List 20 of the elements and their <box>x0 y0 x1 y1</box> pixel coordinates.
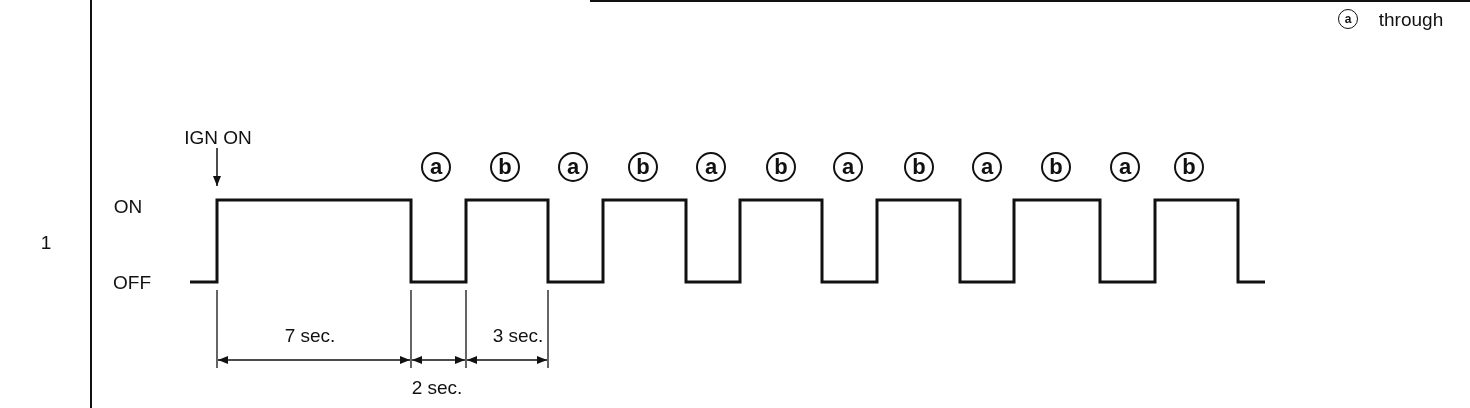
signal-label: IGN ON <box>184 127 252 147</box>
level-label: OFF <box>113 272 151 292</box>
circled-letter: b <box>904 152 934 182</box>
dimension-label: 3 sec. <box>492 325 544 345</box>
level-label: ON <box>113 196 143 216</box>
circled-letter: b <box>490 152 520 182</box>
circled-letter: b <box>766 152 796 182</box>
note-text: through <box>1378 9 1444 29</box>
dimension-label: 2 sec. <box>411 377 463 397</box>
circled-letter: a <box>972 152 1002 182</box>
circled-letter: b <box>628 152 658 182</box>
circled-letter: b <box>1041 152 1071 182</box>
row-number: 1 <box>40 232 52 252</box>
circled-letter: a <box>833 152 863 182</box>
circled-letter: a <box>1110 152 1140 182</box>
dimension-label: 7 sec. <box>284 325 336 345</box>
circled-letter: a <box>421 152 451 182</box>
circled-letter: a <box>558 152 588 182</box>
circled-letter: b <box>1174 152 1204 182</box>
circled-letter: a <box>696 152 726 182</box>
